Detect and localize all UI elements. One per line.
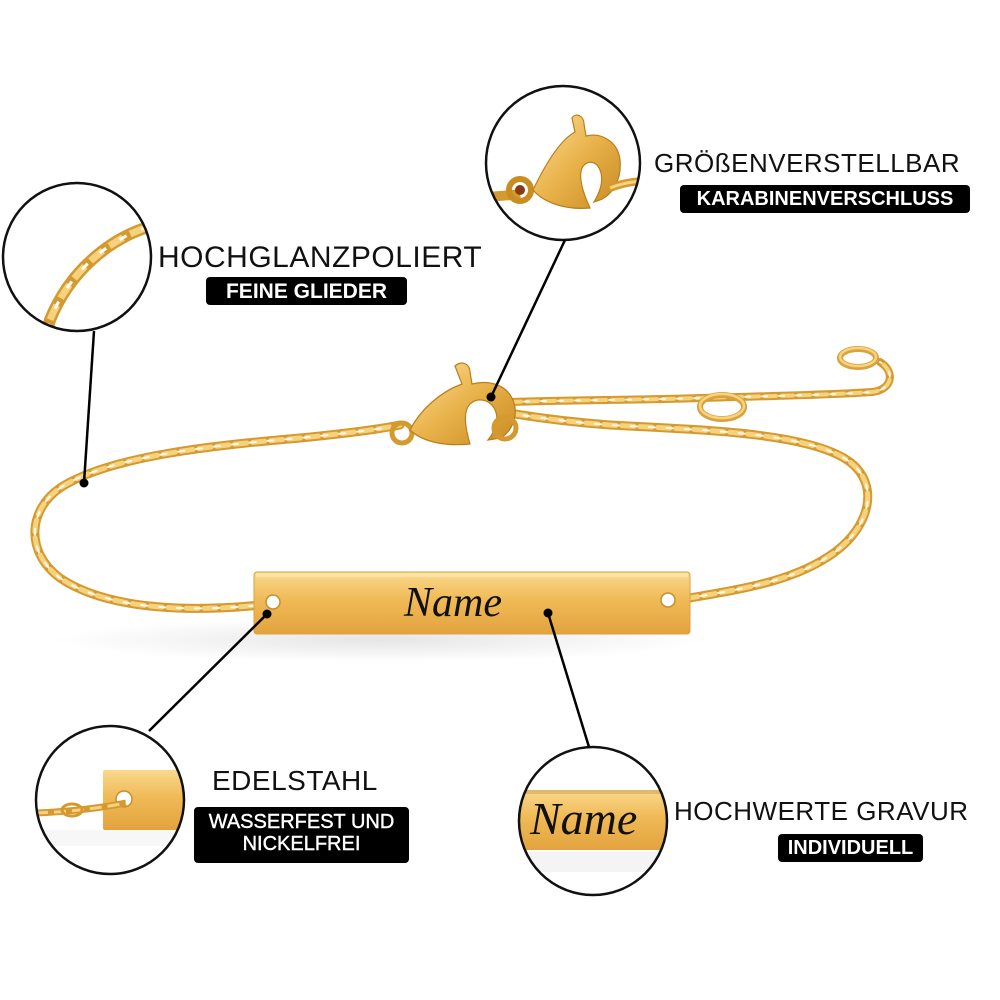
- zoom-engraving-text: Name: [530, 793, 638, 844]
- plate-engraving: Name: [404, 580, 502, 626]
- callout-links-title: HOCHGLANZPOLIERT: [158, 241, 483, 274]
- callout-clasp-title: GRÖßENVERSTELLBAR: [654, 148, 961, 178]
- callout-material-badge: WASSERFEST UND NICKELFREI: [194, 807, 409, 863]
- lobster-clasp: [389, 362, 519, 446]
- bracelet-chain: [30, 358, 894, 613]
- callout-material-badge-line1: WASSERFEST UND: [208, 811, 395, 833]
- callout-clasp-badge: KARABINENVERSCHLUSS: [680, 185, 970, 213]
- callout-engraving-badge: INDIVIDUELL: [778, 834, 923, 862]
- zoom-circle-plate-end: [34, 724, 186, 876]
- zoom-circle-engraving: [517, 745, 669, 897]
- callout-lines: [79, 239, 591, 748]
- callout-links-badge: FEINE GLIEDER: [206, 277, 407, 305]
- callout-material-title: EDELSTAHL: [212, 765, 378, 796]
- callout-material-badge-line2: NICKELFREI: [242, 833, 361, 856]
- name-plate: [253, 571, 691, 635]
- zoom-circle-clasp: [484, 84, 642, 242]
- callout-engraving-title: HOCHWERTE GRAVUR: [674, 796, 969, 826]
- zoom-circle-links: [1, 181, 153, 333]
